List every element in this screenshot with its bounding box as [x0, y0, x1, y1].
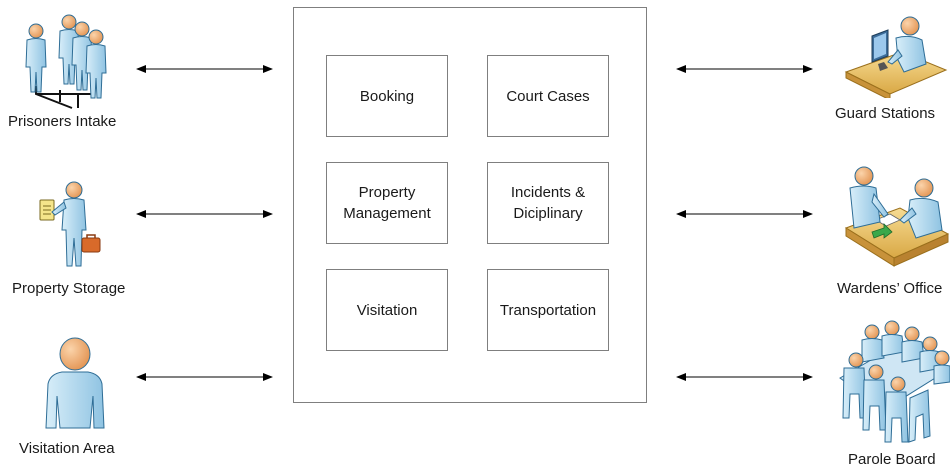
- person-icon: [45, 337, 105, 429]
- module-visitation[interactable]: Visitation: [326, 269, 448, 351]
- board-meeting-icon: [839, 320, 950, 443]
- prisoners-group-icon: [25, 14, 107, 109]
- label-visitation-area: Visitation Area: [19, 440, 115, 457]
- label-property-storage: Property Storage: [12, 280, 126, 297]
- module-property-management[interactable]: Property Management: [326, 162, 448, 244]
- label-guard-stations: Guard Stations: [835, 105, 936, 122]
- label-prisoners-intake: Prisoners Intake: [8, 113, 117, 130]
- module-transportation[interactable]: Transportation: [487, 269, 609, 351]
- office-meeting-icon: [844, 166, 950, 267]
- label-parole-board: Parole Board: [848, 451, 936, 468]
- person-with-briefcase-icon: [39, 181, 101, 267]
- label-wardens-office: Wardens’ Office: [837, 280, 943, 297]
- module-booking[interactable]: Booking: [326, 55, 448, 137]
- module-court-cases[interactable]: Court Cases: [487, 55, 609, 137]
- guard-workstation-icon: [844, 16, 948, 98]
- module-incidents-diciplinary[interactable]: Incidents & Diciplinary: [487, 162, 609, 244]
